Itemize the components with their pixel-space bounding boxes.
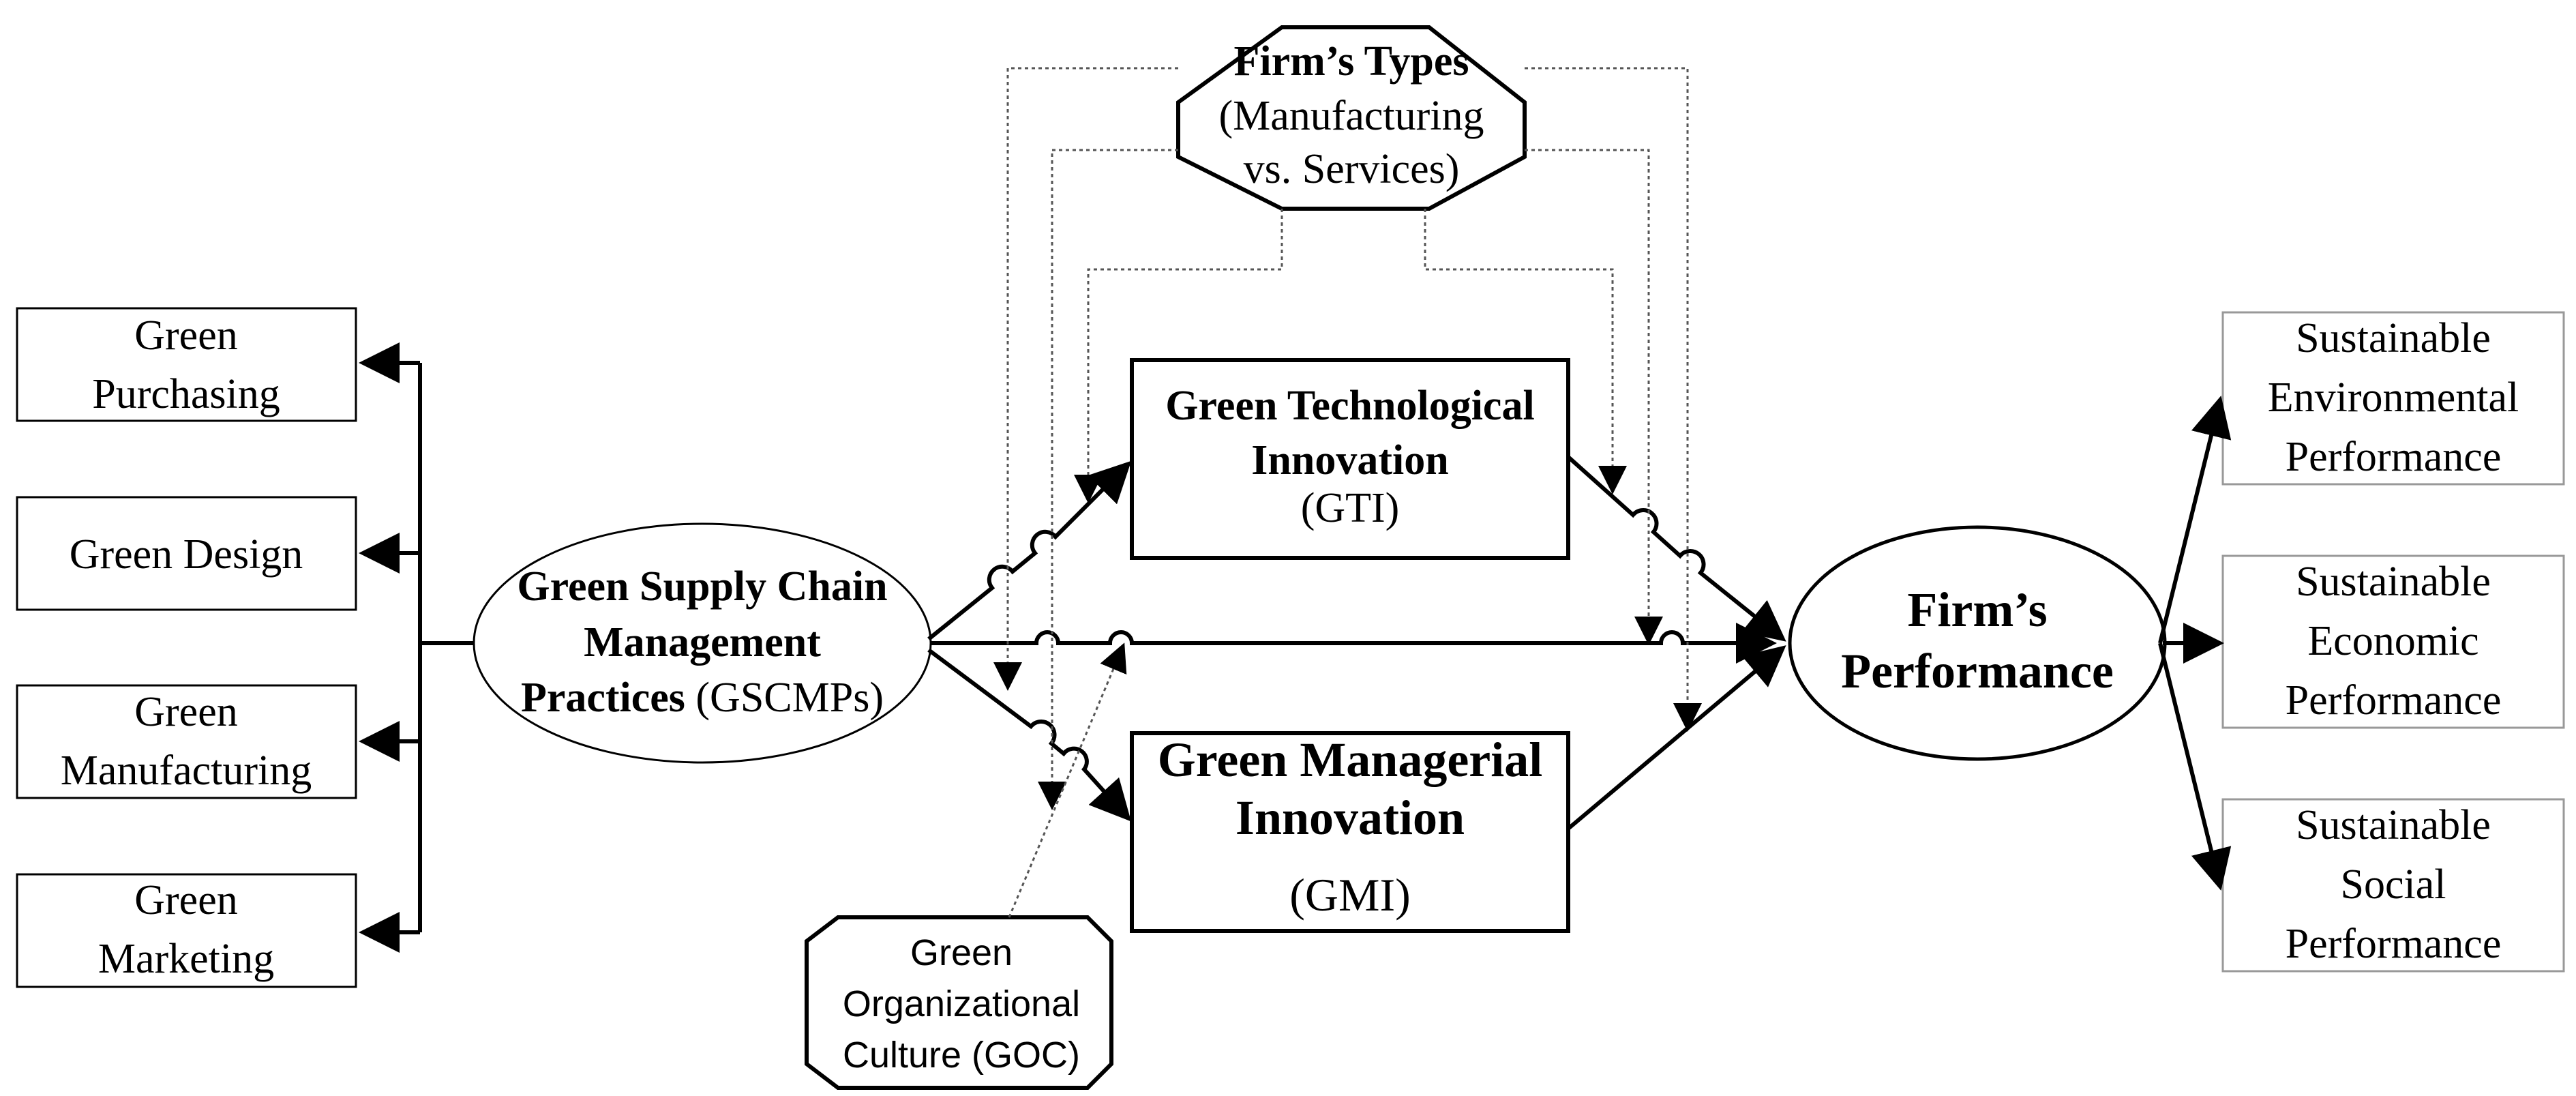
firm-types-line3: vs. Services) <box>1244 146 1460 192</box>
social-line2: Social <box>2341 861 2446 908</box>
firm-performance-line2: Performance <box>1841 644 2114 698</box>
environmental-performance-box: Sustainable Environmental Performance <box>2221 311 2565 486</box>
green-marketing-box: Green Marketing <box>16 873 357 988</box>
gscmp-ellipse: Green Supply Chain Management Practices … <box>473 522 932 764</box>
main-paths <box>927 396 2232 891</box>
economic-line1: Sustainable <box>2296 559 2491 605</box>
green-marketing-line2: Marketing <box>98 936 274 982</box>
gscmp-line3-bold: Practices <box>521 675 685 721</box>
gscmp-line3-regular: (GSCMPs) <box>685 675 884 721</box>
goc-line3: Culture (GOC) <box>843 1035 1080 1076</box>
green-purchasing-line2: Purchasing <box>92 371 280 417</box>
firm-performance-line1: Firm’s <box>1907 582 2047 637</box>
green-marketing-line1: Green <box>134 877 237 923</box>
gmi-box: Green Managerial Innovation (GMI) <box>1130 731 1570 933</box>
firm-types-octagon: Firm’s Types (Manufacturing vs. Services… <box>1176 25 1527 211</box>
gmi-line1: Green Managerial <box>1158 732 1543 787</box>
gti-line1: Green Technological <box>1165 383 1534 429</box>
green-design-label: Green Design <box>70 531 303 578</box>
firm-types-line1: Firm’s Types <box>1234 38 1469 85</box>
green-manufacturing-line1: Green <box>134 689 237 735</box>
goc-octagon: Green Organizational Culture (GOC) <box>805 915 1113 1090</box>
green-manufacturing-line2: Manufacturing <box>61 747 312 794</box>
environmental-line1: Sustainable <box>2296 315 2491 361</box>
economic-line3: Performance <box>2286 677 2502 724</box>
green-purchasing-box: Green Purchasing <box>16 307 357 422</box>
green-manufacturing-box: Green Manufacturing <box>16 684 357 799</box>
economic-line2: Economic <box>2307 618 2478 664</box>
firm-types-line2: (Manufacturing <box>1218 93 1484 139</box>
gmi-line3: (GMI) <box>1289 869 1411 921</box>
firm-types-moderation-paths <box>993 67 1702 810</box>
gscmp-line3: Practices (GSCMPs) <box>521 675 884 721</box>
environmental-line2: Environmental <box>2268 374 2519 421</box>
goc-line1: Green <box>910 932 1013 973</box>
gscmp-line1: Green Supply Chain <box>517 563 887 610</box>
economic-performance-box: Sustainable Economic Performance <box>2221 554 2565 729</box>
green-purchasing-line1: Green <box>134 312 237 359</box>
firm-performance-ellipse: Firm’s Performance <box>1788 525 2167 761</box>
gmi-line2: Innovation <box>1235 790 1465 845</box>
gscmp-line2: Management <box>584 619 821 666</box>
gti-line3: (GTI) <box>1301 485 1400 531</box>
goc-moderation-path <box>1008 642 1127 918</box>
goc-line2: Organizational <box>843 983 1080 1024</box>
social-line3: Performance <box>2286 921 2502 967</box>
social-performance-box: Sustainable Social Performance <box>2221 798 2565 973</box>
social-line1: Sustainable <box>2296 802 2491 848</box>
gscmp-dimension-connectors <box>359 342 474 953</box>
environmental-line3: Performance <box>2286 434 2502 480</box>
gti-line2: Innovation <box>1251 437 1448 484</box>
gti-box: Green Technological Innovation (GTI) <box>1130 358 1570 560</box>
green-design-box: Green Design <box>16 496 357 611</box>
